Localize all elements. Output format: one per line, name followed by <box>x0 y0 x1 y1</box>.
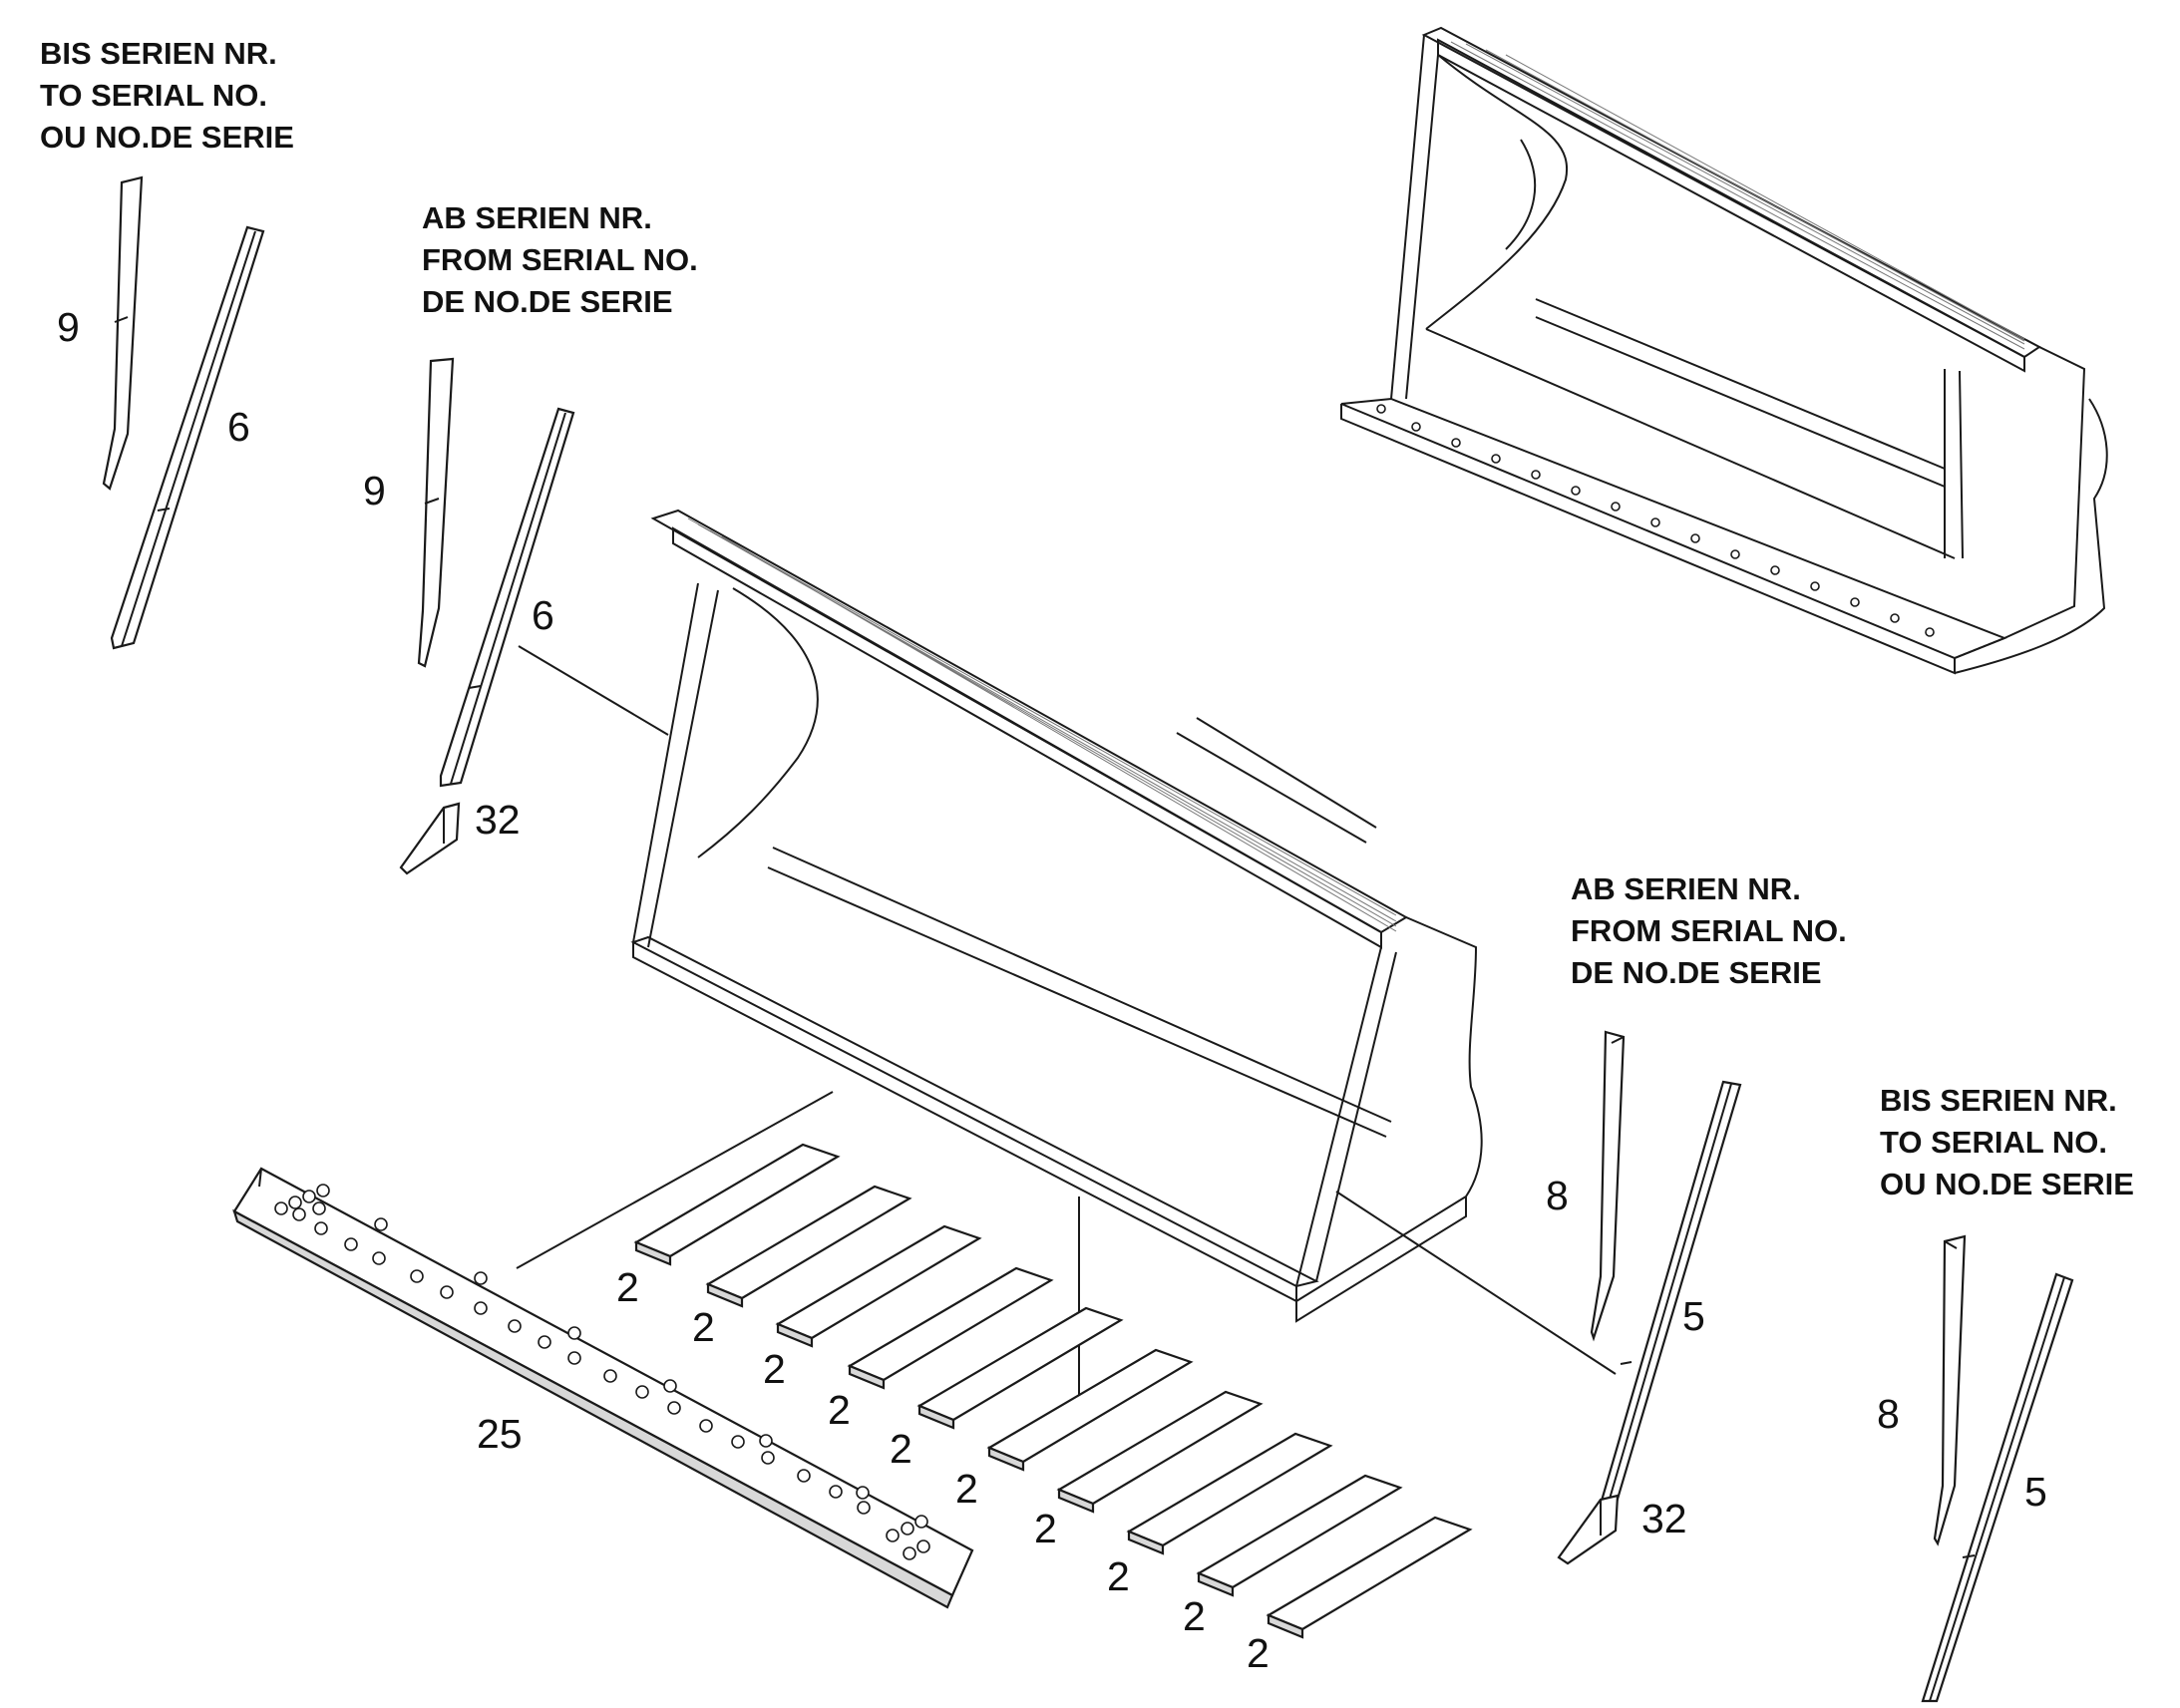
callout-right-new-side-cutter: 5 <box>1682 1293 1705 1339</box>
callout-wear-strip: 2 <box>890 1426 912 1472</box>
note-line: AB SERIEN NR. <box>1571 871 1801 906</box>
callout-wear-strip: 2 <box>828 1387 851 1433</box>
corner-piece-part <box>1557 1494 1620 1565</box>
callout-wear-strip: 2 <box>955 1466 978 1512</box>
note-line: DE NO.DE SERIE <box>422 284 673 319</box>
callout-wear-strip: 2 <box>616 1264 639 1310</box>
callout-wear-strip: 2 <box>763 1346 786 1392</box>
callout-wear-strip: 2 <box>1247 1630 1270 1676</box>
note-line: BIS SERIEN NR. <box>1880 1083 2117 1118</box>
callout-wear-strip: 2 <box>1183 1593 1206 1639</box>
callout-labels: 9 6 9 6 32 25 2 2 2 2 2 2 2 2 2 2 8 5 32… <box>57 304 2047 1676</box>
note-line: DE NO.DE SERIE <box>1571 955 1822 990</box>
leader-line <box>516 1091 834 1269</box>
side-cutter-part <box>439 407 575 788</box>
note-line: TO SERIAL NO. <box>40 78 267 113</box>
callout-right-corner-piece: 32 <box>1641 1496 1687 1541</box>
note-line: BIS SERIEN NR. <box>40 36 277 71</box>
corner-piece-part <box>399 802 461 875</box>
callout-left-corner-piece: 32 <box>475 797 521 843</box>
wear-strips <box>633 1143 1473 1639</box>
note-to-serial-right: BIS SERIEN NR. TO SERIAL NO. OU NO.DE SE… <box>1880 1080 2134 1205</box>
callout-right-old-side-plate: 8 <box>1877 1391 1900 1437</box>
callout-wear-strip: 2 <box>1107 1553 1130 1599</box>
assembled-bucket-illustration <box>1340 26 2108 675</box>
side-wear-plate-part <box>1590 1030 1626 1342</box>
leader-line <box>518 645 669 736</box>
bucket-body-illustration <box>630 509 1483 1323</box>
left-new-side-parts <box>399 357 575 875</box>
note-line: OU NO.DE SERIE <box>40 120 294 155</box>
note-line: OU NO.DE SERIE <box>1880 1167 2134 1201</box>
callout-right-old-side-cutter: 5 <box>2024 1469 2047 1515</box>
left-old-side-parts <box>102 175 265 650</box>
callout-wear-strip: 2 <box>692 1304 715 1350</box>
callout-left-old-side-plate: 9 <box>57 304 80 350</box>
callout-left-new-side-plate: 9 <box>363 468 386 513</box>
side-wear-plate-part <box>417 357 455 668</box>
note-line: AB SERIEN NR. <box>422 200 652 235</box>
right-old-side-parts <box>1921 1234 2074 1703</box>
leader-lines <box>516 645 1617 1401</box>
side-wear-plate-part <box>102 175 144 491</box>
callout-cutting-edge: 25 <box>477 1411 523 1457</box>
callout-wear-strip: 2 <box>1034 1506 1057 1551</box>
leader-line <box>1335 1191 1617 1375</box>
note-from-serial-left: AB SERIEN NR. FROM SERIAL NO. DE NO.DE S… <box>422 197 698 323</box>
note-to-serial-left: BIS SERIEN NR. TO SERIAL NO. OU NO.DE SE… <box>40 33 294 159</box>
callout-right-new-side-plate: 8 <box>1546 1173 1569 1218</box>
side-wear-plate-part <box>1933 1234 1967 1546</box>
right-new-side-parts <box>1557 1030 1742 1565</box>
callout-left-new-side-cutter: 6 <box>532 592 554 638</box>
note-line: TO SERIAL NO. <box>1880 1125 2107 1160</box>
note-line: FROM SERIAL NO. <box>422 242 698 277</box>
side-cutter-part <box>110 225 265 650</box>
cutting-edge-part <box>232 1167 974 1609</box>
note-line: FROM SERIAL NO. <box>1571 913 1847 948</box>
callout-left-old-side-cutter: 6 <box>227 404 250 450</box>
note-from-serial-right: AB SERIEN NR. FROM SERIAL NO. DE NO.DE S… <box>1571 868 1847 994</box>
